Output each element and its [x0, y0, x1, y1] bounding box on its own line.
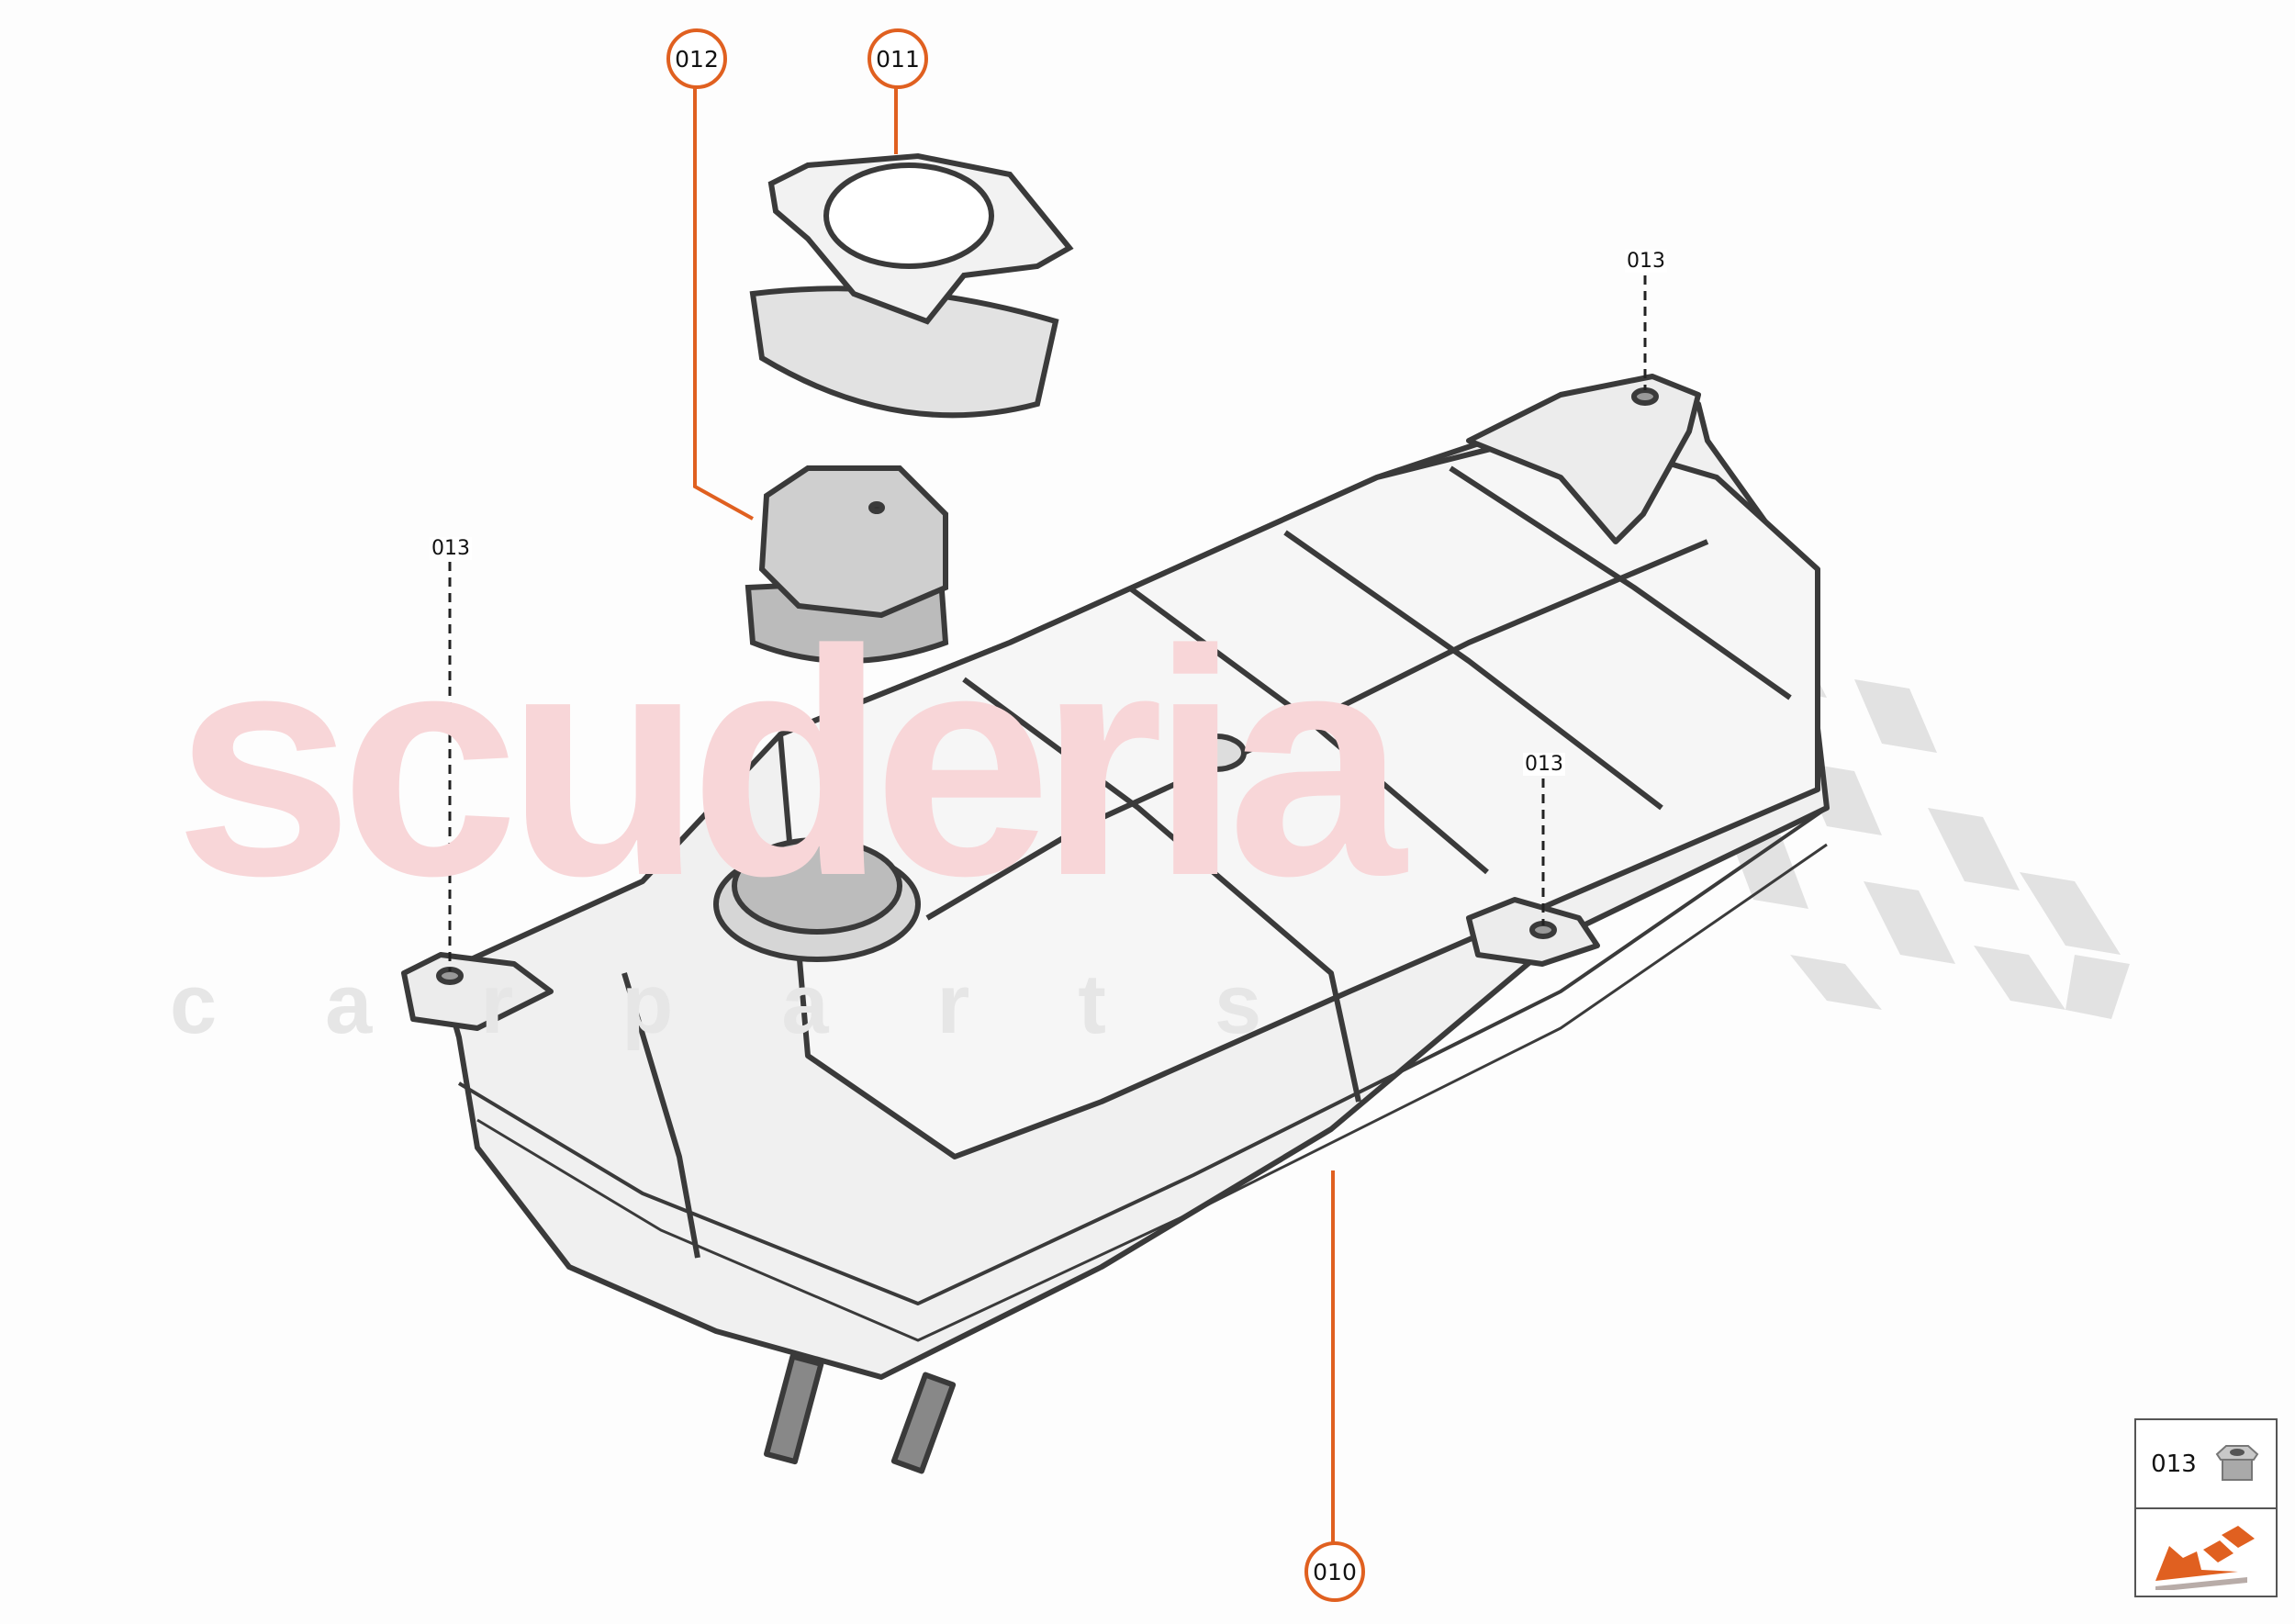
callout-013-right[interactable]: 013	[1523, 753, 1565, 776]
cap-012	[744, 465, 949, 664]
watermark-scuderia: scuderia	[174, 584, 1406, 943]
flange-nut-icon	[2215, 1444, 2259, 1481]
arrow-down-left-icon	[2155, 1525, 2255, 1590]
expansion-tank	[401, 374, 1830, 1474]
legend-part-number: 013	[2151, 1450, 2197, 1478]
callout-011[interactable]: 011	[868, 28, 928, 89]
dashed-leaders	[448, 275, 1647, 971]
leader-lines	[693, 84, 1335, 1542]
callout-010[interactable]: 010	[1304, 1541, 1365, 1602]
callout-012[interactable]: 012	[666, 28, 727, 89]
watermark-carparts: carparts	[170, 958, 1371, 1051]
legend-row-part[interactable]: 013	[2136, 1420, 2276, 1509]
cap-011	[749, 152, 1074, 419]
legend-box: 013	[2134, 1418, 2278, 1597]
callout-013-top[interactable]: 013	[1625, 250, 1667, 273]
callout-013-left[interactable]: 013	[430, 537, 472, 560]
legend-row-direction	[2136, 1509, 2276, 1596]
